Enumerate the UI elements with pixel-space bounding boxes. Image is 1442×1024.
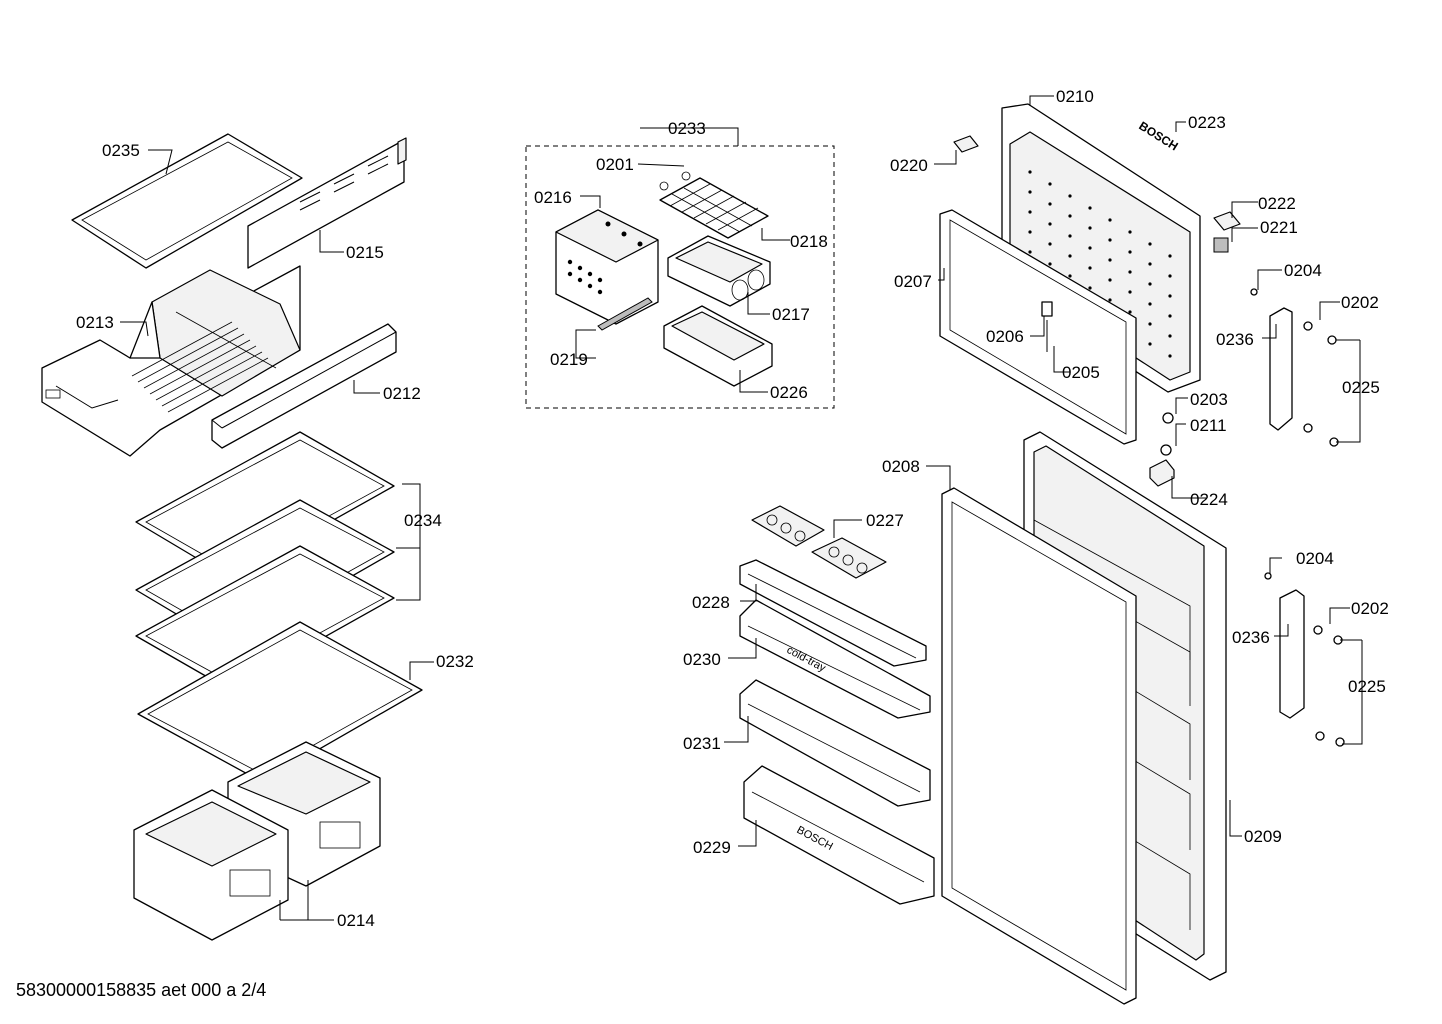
part-hinge-0224 bbox=[1149, 459, 1175, 487]
label-0232: 0232 bbox=[436, 652, 474, 671]
part-handle-upper bbox=[1269, 307, 1293, 431]
label-0236: 0236 bbox=[1216, 330, 1254, 349]
label-0223: 0223 bbox=[1188, 113, 1226, 132]
door-dot-pattern bbox=[1028, 170, 1172, 358]
label-0216: 0216 bbox=[534, 188, 572, 207]
part-spacer bbox=[1041, 301, 1053, 317]
part-0211 bbox=[1160, 444, 1172, 456]
part-screw-0202-lower-b bbox=[1315, 731, 1325, 741]
label-0227: 0227 bbox=[866, 511, 904, 530]
part-glass-shelf-top bbox=[71, 133, 303, 269]
part-cap-0221 bbox=[1213, 237, 1229, 253]
label-0225: 0225 bbox=[1348, 677, 1386, 696]
part-cap-0225-lower-b bbox=[1335, 737, 1345, 747]
label-0226: 0226 bbox=[770, 383, 808, 402]
part-crisper-tray bbox=[41, 265, 301, 457]
part-glass-shelf-large bbox=[137, 621, 423, 783]
label-0203: 0203 bbox=[1190, 390, 1228, 409]
part-0203 bbox=[1162, 412, 1174, 424]
label-0221: 0221 bbox=[1260, 218, 1298, 237]
label-0229: 0229 bbox=[693, 838, 731, 857]
part-ice-tray bbox=[667, 235, 771, 307]
label-0233: 0233 bbox=[668, 119, 706, 138]
part-freezer-gasket bbox=[939, 209, 1137, 445]
label-0209: 0209 bbox=[1244, 827, 1282, 846]
label-0202: 0202 bbox=[1351, 599, 1389, 618]
label-0214: 0214 bbox=[337, 911, 375, 930]
part-strip bbox=[597, 297, 653, 331]
part-cap-0225-upper-a bbox=[1327, 335, 1337, 345]
label-0213: 0213 bbox=[76, 313, 114, 332]
label-0234: 0234 bbox=[404, 511, 442, 530]
label-0204: 0204 bbox=[1284, 261, 1322, 280]
part-ice-cage bbox=[555, 209, 659, 325]
label-0236: 0236 bbox=[1232, 628, 1270, 647]
label-0202: 0202 bbox=[1341, 293, 1379, 312]
label-0225: 0225 bbox=[1342, 378, 1380, 397]
label-0204: 0204 bbox=[1296, 549, 1334, 568]
label-0208: 0208 bbox=[882, 457, 920, 476]
label-0218: 0218 bbox=[790, 232, 828, 251]
part-cap-0220 bbox=[953, 135, 979, 153]
part-door-bin-0231 bbox=[739, 679, 931, 807]
label-0205: 0205 bbox=[1062, 363, 1100, 382]
part-egg-trays bbox=[751, 505, 887, 579]
label-0235: 0235 bbox=[102, 141, 140, 160]
label-0217: 0217 bbox=[772, 305, 810, 324]
label-0224: 0224 bbox=[1190, 490, 1228, 509]
leader-lines bbox=[120, 95, 1363, 921]
assembly-group-box bbox=[525, 145, 835, 409]
label-0207: 0207 bbox=[894, 272, 932, 291]
part-cap-0222 bbox=[1213, 211, 1241, 231]
part-screw-0204-lower bbox=[1264, 572, 1272, 580]
part-door-bin-0228 bbox=[739, 559, 927, 667]
label-0228: 0228 bbox=[692, 593, 730, 612]
label-0215: 0215 bbox=[346, 243, 384, 262]
label-0206: 0206 bbox=[986, 327, 1024, 346]
label-0220: 0220 bbox=[890, 156, 928, 175]
part-ice-box bbox=[663, 305, 773, 387]
part-vent-panel bbox=[247, 137, 407, 269]
part-ice-grid bbox=[659, 171, 769, 239]
callout-labels: 0235 0215 0213 0212 0234 0232 0214 0233 … bbox=[76, 87, 1389, 930]
part-front-strip bbox=[211, 323, 397, 449]
label-0222: 0222 bbox=[1258, 194, 1296, 213]
label-0210: 0210 bbox=[1056, 87, 1094, 106]
part-fridge-gasket bbox=[941, 487, 1137, 1005]
label-0211: 0211 bbox=[1190, 416, 1227, 435]
part-screw-0204-upper bbox=[1250, 288, 1258, 296]
label-0230: 0230 bbox=[683, 650, 721, 669]
part-door-bin-0229 bbox=[743, 765, 935, 905]
label-0212: 0212 bbox=[383, 384, 421, 403]
brand-text-freezer: BOSCH bbox=[1136, 119, 1180, 154]
part-screw-0202-upper bbox=[1303, 321, 1313, 331]
part-bins bbox=[133, 741, 381, 941]
part-handle-lower bbox=[1279, 589, 1305, 719]
label-0201: 0201 bbox=[596, 155, 634, 174]
part-screw-0202-upper-b bbox=[1303, 423, 1313, 433]
label-0231: 0231 bbox=[683, 734, 721, 753]
part-glass-shelf-set bbox=[135, 431, 395, 691]
part-screw-0202-lower bbox=[1313, 625, 1323, 635]
document-code: 58300000158835 aet 000 a 2/4 bbox=[16, 980, 267, 1000]
label-0219: 0219 bbox=[550, 350, 588, 369]
